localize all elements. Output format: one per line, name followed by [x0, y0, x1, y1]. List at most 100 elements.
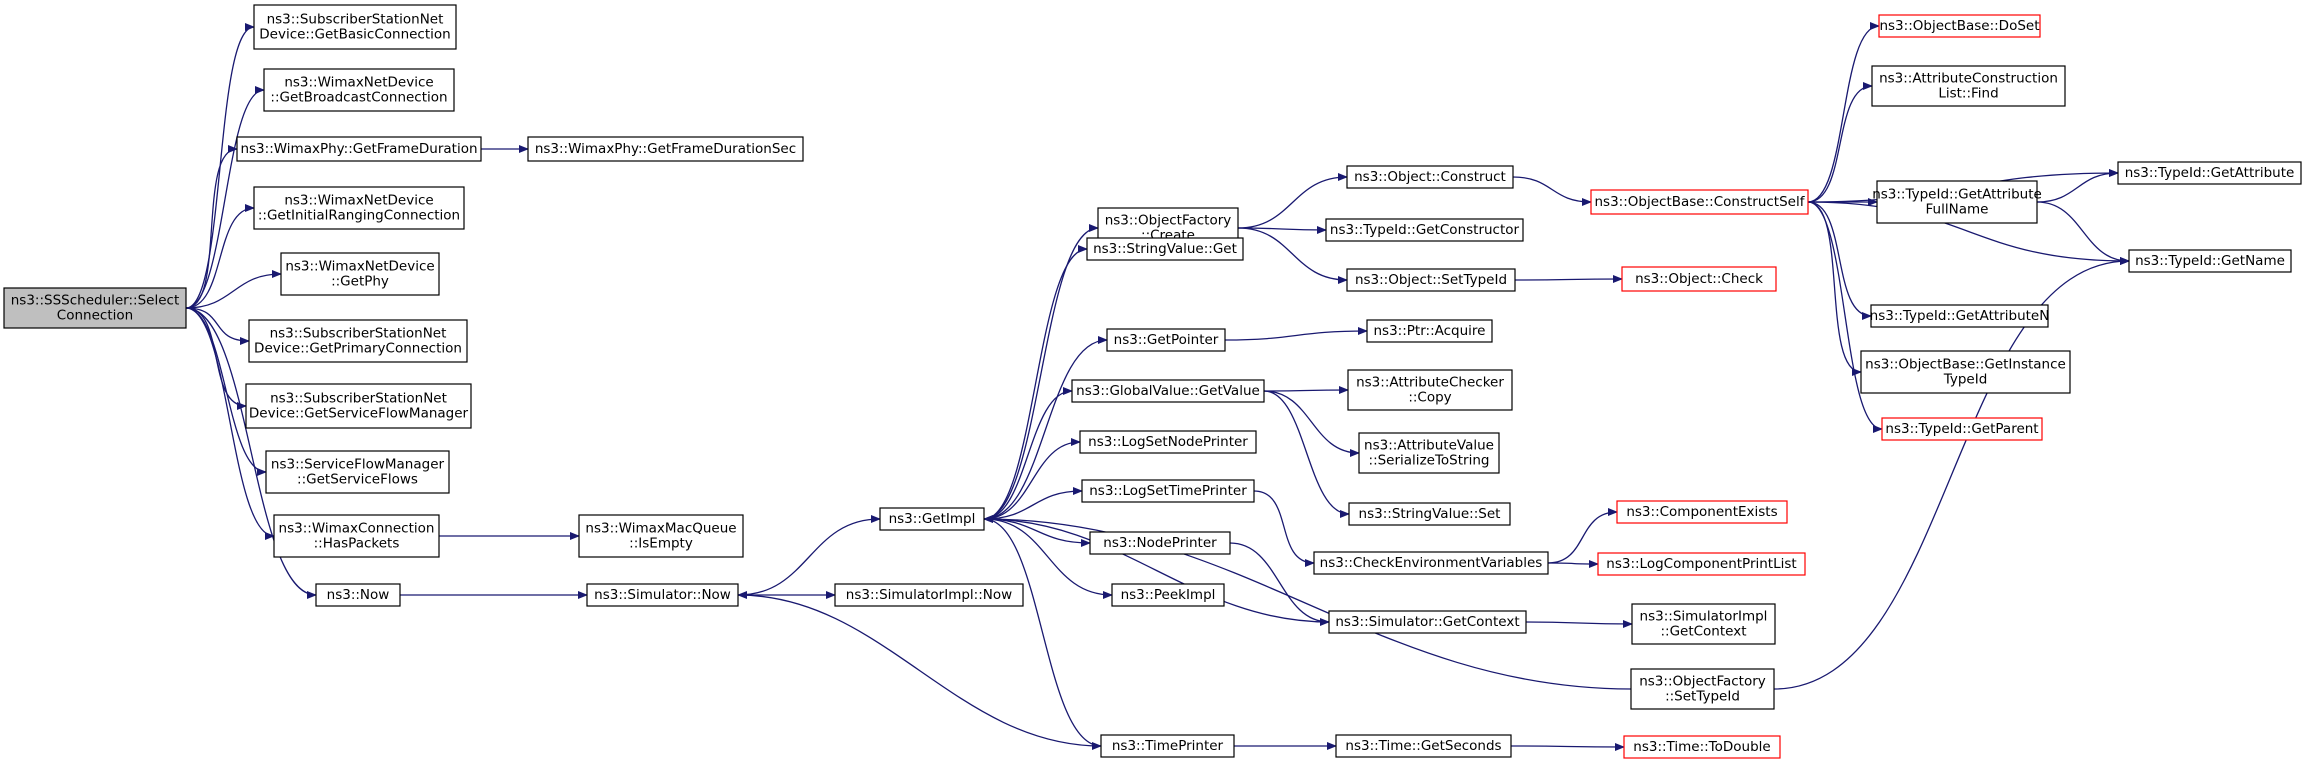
node-ns3-stringvalue-set[interactable]: ns3::StringValue::Set [1348, 502, 1511, 526]
node-ns3-subscriberstationnet-device-getserviceflowmanager[interactable]: ns3::SubscriberStationNetDevice::GetServ… [245, 383, 472, 429]
node-ns3-simulatorimpl-getcontext[interactable]: ns3::SimulatorImpl::GetContext [1631, 603, 1776, 645]
node-ns3-simulator-getcontext[interactable]: ns3::Simulator::GetContext [1328, 610, 1527, 634]
edge-n_getimpl-to-n_timeprinter [983, 518, 1102, 750]
node-label: ns3::ObjectFactory [1639, 674, 1766, 690]
node-label: ns3::LogComponentPrintList [1606, 556, 1796, 572]
edge-n_getimpl-to-n_lstp [983, 487, 1083, 520]
node-label: ns3::GetPointer [1114, 332, 1219, 348]
node-label: ns3::TypeId::GetParent [1885, 421, 2038, 437]
node-ns3-componentexists[interactable]: ns3::ComponentExists [1616, 500, 1788, 524]
node-box [1366, 319, 1493, 343]
node-label: ns3::WimaxPhy::GetFrameDuration [240, 141, 477, 157]
node-ns3-wimaxnetdevice-getinitialrangingconnection[interactable]: ns3::WimaxNetDevice::GetInitialRangingCo… [253, 186, 465, 230]
edge-root-to-n_initrang [185, 204, 255, 309]
node-ns3-ptr-acquire[interactable]: ns3::Ptr::Acquire [1366, 319, 1493, 343]
node-ns3-subscriberstationnet-device-getbasicconnection[interactable]: ns3::SubscriberStationNetDevice::GetBasi… [253, 4, 457, 50]
node-ns3-getpointer[interactable]: ns3::GetPointer [1106, 328, 1226, 352]
node-label: TypeId [1943, 372, 1988, 388]
node-ns3-simulatorimpl-now[interactable]: ns3::SimulatorImpl::Now [834, 583, 1024, 607]
node-ns3-logsettimeprinter[interactable]: ns3::LogSetTimePrinter [1081, 479, 1255, 503]
edge-n_getattrfn-to-n_getattr [2036, 169, 2119, 203]
node-ns3-object-construct[interactable]: ns3::Object::Construct [1346, 165, 1514, 189]
node-box [1590, 189, 1809, 215]
node-box [248, 319, 468, 363]
edges-layer [185, 22, 2130, 751]
node-ns3-typeid-getattribute[interactable]: ns3::TypeId::GetAttribute [2117, 161, 2302, 185]
node-ns3-timeprinter[interactable]: ns3::TimePrinter [1100, 734, 1235, 758]
node-label: ns3::Simulator::Now [594, 587, 731, 603]
edge-n_timeprinter-to-n_simnow [737, 591, 1102, 747]
node-box [1071, 379, 1265, 403]
node-box [2128, 249, 2292, 273]
node-ns3-typeid-getname[interactable]: ns3::TypeId::GetName [2128, 249, 2292, 273]
node-label: ns3::GlobalValue::GetValue [1076, 383, 1260, 399]
node-box [2117, 161, 2302, 185]
node-box [3, 287, 187, 329]
node-box [1335, 734, 1512, 758]
node-label: ns3::WimaxPhy::GetFrameDurationSec [535, 141, 796, 157]
node-ns3-wimaxphy-getframeduration[interactable]: ns3::WimaxPhy::GetFrameDuration [236, 136, 482, 162]
node-ns3-wimaxphy-getframedurationsec[interactable]: ns3::WimaxPhy::GetFrameDurationSec [527, 136, 804, 162]
node-box [1089, 531, 1231, 555]
node-box [245, 383, 472, 429]
node-ns3-time-todouble[interactable]: ns3::Time::ToDouble [1623, 735, 1781, 759]
node-ns3-wimaxnetdevice-getbroadcastconnection[interactable]: ns3::WimaxNetDevice::GetBroadcastConnect… [263, 68, 455, 112]
node-label: List::Find [1938, 86, 1998, 102]
node-label: ::SetTypeId [1665, 689, 1740, 705]
node-ns3-simulator-now[interactable]: ns3::Simulator::Now [586, 583, 739, 607]
node-ns3-object-settypeid[interactable]: ns3::Object::SetTypeId [1346, 268, 1516, 292]
node-ns3-attributevalue-serializetostring[interactable]: ns3::AttributeValue::SerializeToString [1358, 432, 1500, 474]
node-label: ns3::WimaxNetDevice [284, 193, 433, 209]
node-ns3-subscriberstationnet-device-getprimaryconnection[interactable]: ns3::SubscriberStationNetDevice::GetPrim… [248, 319, 468, 363]
node-ns3-object-check[interactable]: ns3::Object::Check [1621, 266, 1777, 292]
node-box [1623, 735, 1781, 759]
node-ns3-typeid-getparent[interactable]: ns3::TypeId::GetParent [1881, 417, 2043, 441]
node-ns3-nodeprinter[interactable]: ns3::NodePrinter [1089, 531, 1231, 555]
node-ns3-objectbase-doset[interactable]: ns3::ObjectBase::DoSet [1878, 14, 2041, 38]
edge-n_objfcreate-to-n_getctor [1237, 225, 1327, 234]
node-ns3-getimpl[interactable]: ns3::GetImpl [879, 507, 985, 531]
node-label: ns3::NodePrinter [1103, 535, 1217, 551]
node-ns3-serviceflowmanager-getserviceflows[interactable]: ns3::ServiceFlowManager::GetServiceFlows [265, 450, 450, 494]
node-label: ns3::SimulatorImpl [1640, 609, 1768, 625]
edge-n_ofsettid-to-n_getimpl [983, 515, 1632, 690]
node-ns3-typeid-getconstructor[interactable]: ns3::TypeId::GetConstructor [1325, 218, 1524, 242]
edge-n_checkenv-to-n_logcpl [1547, 559, 1599, 568]
edge-n_objfcreate-to-n_objconstruct [1237, 173, 1348, 229]
nodes-layer: ns3::SSScheduler::SelectConnectionns3::S… [3, 4, 2302, 759]
node-ns3-objectbase-constructself[interactable]: ns3::ObjectBase::ConstructSelf [1590, 189, 1809, 215]
node-ns3-checkenvironmentvariables[interactable]: ns3::CheckEnvironmentVariables [1313, 551, 1549, 575]
edge-n_ctorself-to-n_getname [1807, 201, 2130, 265]
node-label: ns3::ObjectFactory [1105, 213, 1232, 229]
node-ns3-peekimpl[interactable]: ns3::PeekImpl [1111, 583, 1225, 607]
node-ns3-wimaxmacqueue-isempty[interactable]: ns3::WimaxMacQueue::IsEmpty [578, 514, 744, 558]
node-ns3-attributechecker-copy[interactable]: ns3::AttributeChecker::Copy [1347, 369, 1513, 411]
node-box [1346, 268, 1516, 292]
node-ns3-typeid-getattributen[interactable]: ns3::TypeId::GetAttributeN [1870, 304, 2050, 328]
node-ns3-time-getseconds[interactable]: ns3::Time::GetSeconds [1335, 734, 1512, 758]
node-label: ns3::ServiceFlowManager [271, 457, 445, 473]
node-ns3-logcomponentprintlist[interactable]: ns3::LogComponentPrintList [1597, 552, 1806, 576]
edge-root-to-n_primary [185, 307, 250, 345]
node-ns3-logsetnodeprinter[interactable]: ns3::LogSetNodePrinter [1079, 430, 1257, 454]
node-ns3-objectfactory-settypeid[interactable]: ns3::ObjectFactory::SetTypeId [1630, 668, 1775, 710]
node-ns3-now[interactable]: ns3::Now [315, 583, 401, 607]
node-label: Device::GetBasicConnection [259, 27, 450, 43]
node-label: ns3::CheckEnvironmentVariables [1320, 555, 1543, 571]
node-ns3-globalvalue-getvalue[interactable]: ns3::GlobalValue::GetValue [1071, 379, 1265, 403]
node-box [263, 68, 455, 112]
node-box [1358, 432, 1500, 474]
node-label: FullName [1926, 202, 1989, 218]
node-box [1100, 734, 1235, 758]
node-ns3-stringvalue-get[interactable]: ns3::StringValue::Get [1086, 237, 1244, 261]
node-ns3-wimaxnetdevice-getphy[interactable]: ns3::WimaxNetDevice::GetPhy [280, 252, 440, 296]
edge-n_gvget-to-n_strset [1263, 390, 1350, 518]
node-ns3-wimaxconnection-haspackets[interactable]: ns3::WimaxConnection::HasPackets [273, 514, 440, 558]
node-box [879, 507, 985, 531]
node-label: ns3::TimePrinter [1112, 738, 1224, 754]
node-box [1881, 417, 2043, 441]
